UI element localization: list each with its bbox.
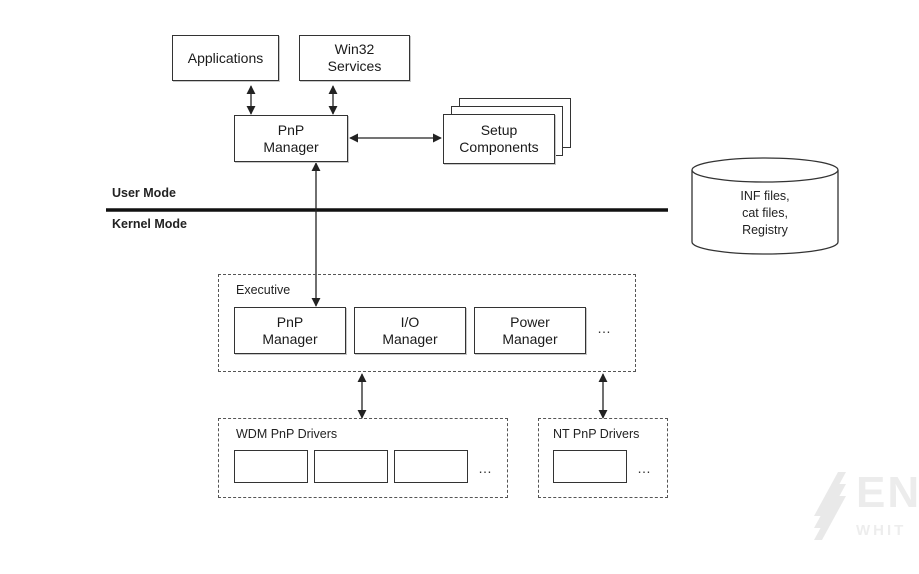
wdm-drivers-group xyxy=(218,418,508,498)
watermark-text-sub: WHIT xyxy=(856,522,907,539)
nt-drivers-ellipsis: … xyxy=(637,460,652,476)
io-manager-box: I/O Manager xyxy=(354,307,466,354)
executive-group xyxy=(218,274,636,372)
setup-components-box: Setup Components xyxy=(443,114,555,164)
watermark-logo: EN WHIT xyxy=(808,468,919,548)
nt-driver-box-1 xyxy=(553,450,627,483)
user-mode-label: User Mode xyxy=(112,186,176,200)
kernel-mode-label: Kernel Mode xyxy=(112,217,188,231)
wdm-drivers-label: WDM PnP Drivers xyxy=(236,427,338,441)
pnp-manager-user-box: PnP Manager xyxy=(234,115,348,162)
nt-drivers-label: NT PnP Drivers xyxy=(553,427,640,441)
wdm-driver-box-3 xyxy=(394,450,468,483)
executive-ellipsis: … xyxy=(597,320,612,336)
database-label: INF files, cat files, Registry xyxy=(740,189,790,237)
pnp-manager-exec-box: PnP Manager xyxy=(234,307,346,354)
database-cylinder xyxy=(691,157,839,255)
wdm-driver-box-2 xyxy=(314,450,388,483)
wdm-driver-box-1 xyxy=(234,450,308,483)
win32-services-box: Win32 Services xyxy=(299,35,410,81)
power-manager-box: Power Manager xyxy=(474,307,586,354)
watermark-stripes-icon xyxy=(814,472,846,540)
nt-drivers-group xyxy=(538,418,668,498)
wdm-drivers-ellipsis: … xyxy=(478,460,493,476)
watermark-text-main: EN xyxy=(856,468,919,517)
executive-label: Executive xyxy=(236,283,291,297)
applications-box: Applications xyxy=(172,35,279,81)
